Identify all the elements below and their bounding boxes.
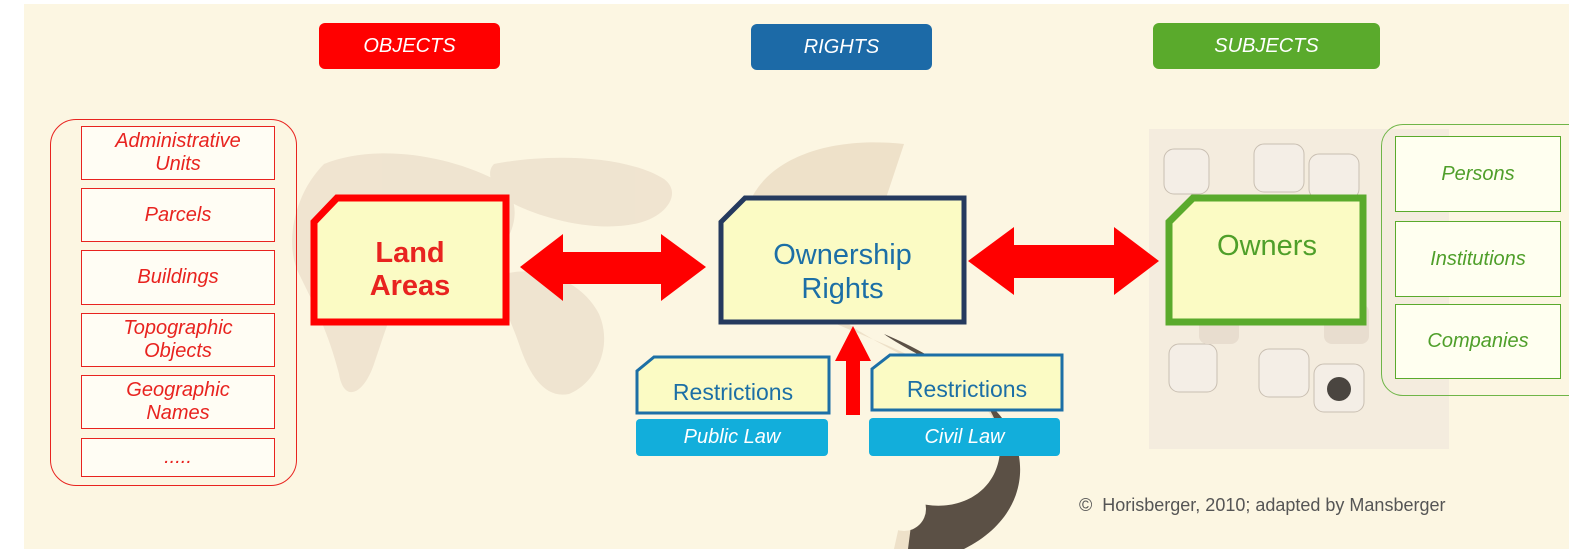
restriction-left-label: Restrictions — [672, 378, 794, 405]
diagram-canvas: OBJECTS RIGHTS SUBJECTS Administrative U… — [24, 4, 1569, 549]
land-areas-line1: Land — [375, 237, 445, 269]
subject-item: Institutions — [1395, 221, 1561, 297]
ownership-rights-line1: Ownership — [773, 239, 912, 271]
civil-law-badge: Civil Law — [869, 418, 1060, 456]
land-areas-label: Land Areas — [320, 222, 500, 318]
objects-header: OBJECTS — [319, 23, 500, 69]
objects-group — [50, 119, 297, 486]
paragraph-symbol-watermark — [743, 142, 1021, 549]
object-item: ..... — [81, 438, 275, 477]
land-areas-line2: Areas — [369, 270, 451, 302]
ownership-rights-box — [718, 195, 967, 325]
restriction-left-box — [635, 355, 831, 415]
diagram-shapes — [310, 194, 1367, 415]
subjects-group — [1381, 124, 1569, 396]
land-areas-box — [310, 194, 510, 326]
up-arrow — [835, 326, 871, 415]
double-arrow-right — [968, 227, 1159, 295]
owners-box — [1165, 194, 1367, 326]
owners-label: Owners — [1217, 229, 1317, 262]
subject-item: Companies — [1395, 304, 1561, 379]
restriction-right-label: Restrictions — [906, 375, 1028, 402]
credit-text: © Horisberger, 2010; adapted by Mansberg… — [1079, 495, 1446, 515]
object-item: Administrative Units — [81, 126, 275, 180]
rights-header: RIGHTS — [751, 24, 932, 70]
ownership-rights-line2: Rights — [801, 273, 884, 305]
object-item: Topographic Objects — [81, 313, 275, 367]
object-item: Geographic Names — [81, 375, 275, 429]
public-law-badge: Public Law — [636, 419, 828, 456]
restriction-right-box — [870, 353, 1064, 412]
ownership-rights-label: Ownership Rights — [726, 224, 959, 320]
object-item: Buildings — [81, 250, 275, 305]
subjects-header: SUBJECTS — [1153, 23, 1380, 69]
double-arrow-left — [520, 234, 706, 301]
subject-item: Persons — [1395, 136, 1561, 212]
object-item: Parcels — [81, 188, 275, 242]
